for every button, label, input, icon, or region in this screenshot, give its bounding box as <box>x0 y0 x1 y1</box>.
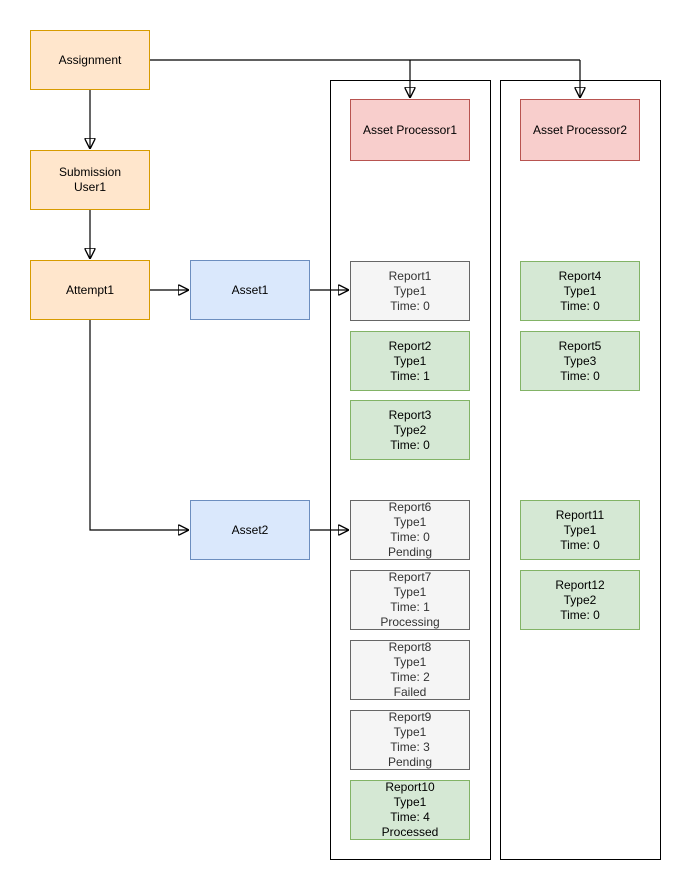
report-type: Type2 <box>393 422 427 437</box>
attempt-label: Attempt1 <box>65 282 115 297</box>
report-name: Report9 <box>388 710 432 724</box>
report-name: Report12 <box>555 577 605 592</box>
submission-label-line1: Submission <box>58 165 122 179</box>
report-type: Type1 <box>393 353 427 368</box>
report-time: Time: 0 <box>390 298 430 313</box>
report-status: Failed <box>393 685 427 699</box>
report1-node: Report1 Type1 Time: 0 <box>350 261 470 321</box>
report-time: Time: 1 <box>390 368 430 383</box>
submission-label-line2: User1 <box>73 180 106 194</box>
report-name: Report6 <box>388 500 432 514</box>
report-type: Type1 <box>563 522 597 537</box>
report-status: Processing <box>380 615 440 629</box>
report-name: Report4 <box>558 268 602 283</box>
report-type: Type3 <box>563 353 597 368</box>
report-type: Type1 <box>563 283 597 298</box>
assignment-node: Assignment <box>30 30 150 90</box>
report-type: Type1 <box>393 283 427 298</box>
report-time: Time: 0 <box>560 537 600 552</box>
report-type: Type1 <box>393 655 427 669</box>
processor2-group-frame <box>500 80 661 860</box>
report-name: Report11 <box>555 507 605 522</box>
attempt-node: Attempt1 <box>30 260 150 320</box>
assignment-label: Assignment <box>58 52 122 67</box>
report-status: Pending <box>387 545 433 559</box>
report-name: Report10 <box>385 780 435 794</box>
report11-node: Report11 Type1 Time: 0 <box>520 500 640 560</box>
report-name: Report7 <box>388 570 432 584</box>
report8-node: Report8 Type1 Time: 2 Failed <box>350 640 470 700</box>
report-type: Type1 <box>393 795 427 809</box>
asset-processor2-label: Asset Processor2 <box>532 122 628 137</box>
report-time: Time: 0 <box>390 437 430 452</box>
asset1-label: Asset1 <box>231 282 269 297</box>
report-status: Processed <box>381 825 439 839</box>
report6-node: Report6 Type1 Time: 0 Pending <box>350 500 470 560</box>
report4-node: Report4 Type1 Time: 0 <box>520 261 640 321</box>
report-time: Time: 1 <box>390 600 430 614</box>
edge-attempt-to-asset2 <box>89 320 188 530</box>
report12-node: Report12 Type2 Time: 0 <box>520 570 640 630</box>
asset-processor1-node: Asset Processor1 <box>350 99 470 161</box>
report-time: Time: 0 <box>390 530 430 544</box>
report-type: Type1 <box>393 515 427 529</box>
report-status: Pending <box>387 755 433 769</box>
report-time: Time: 4 <box>390 810 430 824</box>
report-time: Time: 2 <box>390 670 430 684</box>
report-type: Type1 <box>393 585 427 599</box>
report-type: Type2 <box>563 592 597 607</box>
report7-node: Report7 Type1 Time: 1 Processing <box>350 570 470 630</box>
asset1-node: Asset1 <box>190 260 310 320</box>
report-time: Time: 0 <box>560 298 600 313</box>
report-type: Type1 <box>393 725 427 739</box>
report-name: Report8 <box>388 640 432 654</box>
report3-node: Report3 Type2 Time: 0 <box>350 400 470 460</box>
report10-node: Report10 Type1 Time: 4 Processed <box>350 780 470 840</box>
report-name: Report5 <box>558 338 602 353</box>
asset2-label: Asset2 <box>231 522 269 537</box>
report9-node: Report9 Type1 Time: 3 Pending <box>350 710 470 770</box>
report-name: Report1 <box>388 268 432 283</box>
report5-node: Report5 Type3 Time: 0 <box>520 331 640 391</box>
report-name: Report3 <box>388 407 432 422</box>
report-time: Time: 3 <box>390 740 430 754</box>
submission-node: Submission User1 <box>30 150 150 210</box>
report-time: Time: 0 <box>560 607 600 622</box>
report2-node: Report2 Type1 Time: 1 <box>350 331 470 391</box>
asset-processor1-label: Asset Processor1 <box>362 122 458 137</box>
asset-processor2-node: Asset Processor2 <box>520 99 640 161</box>
asset2-node: Asset2 <box>190 500 310 560</box>
report-name: Report2 <box>388 338 432 353</box>
report-time: Time: 0 <box>560 368 600 383</box>
